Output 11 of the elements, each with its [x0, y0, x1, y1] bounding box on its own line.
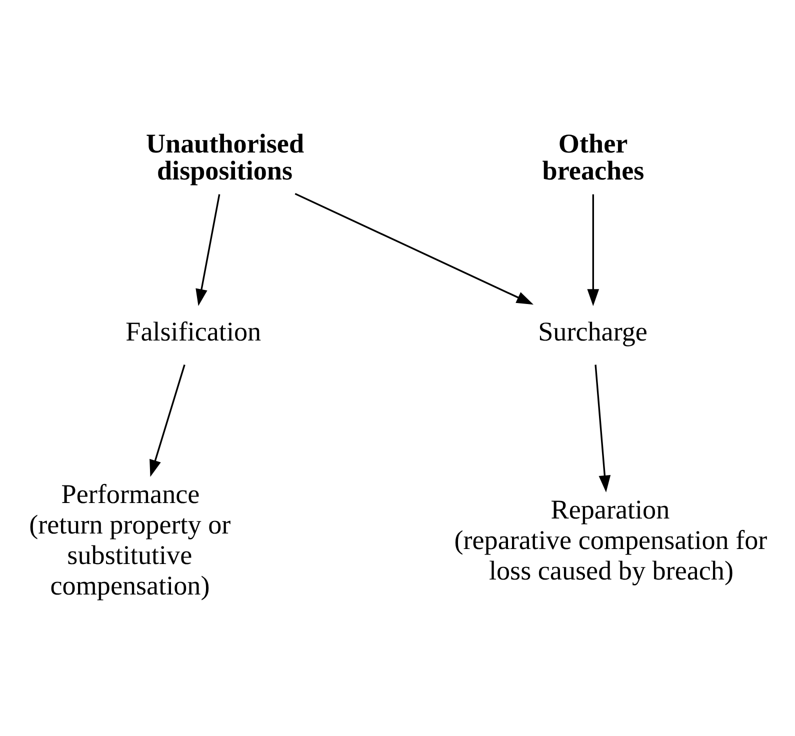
- arrow: [594, 364, 611, 492]
- arrow: [294, 192, 534, 305]
- node-text: Reparation (reparative compensation for loss caused by breach): [454, 494, 768, 586]
- arrow: [196, 194, 220, 306]
- node-text: Falsification: [126, 316, 262, 347]
- node-text: Surcharge: [538, 316, 648, 347]
- node-text: Unauthorised dispositions: [146, 128, 304, 186]
- node-text: Performance (return property or substitutive compensation): [29, 479, 231, 601]
- arrow: [150, 364, 186, 477]
- node-text: Other breaches: [542, 128, 644, 186]
- arrow: [587, 194, 600, 306]
